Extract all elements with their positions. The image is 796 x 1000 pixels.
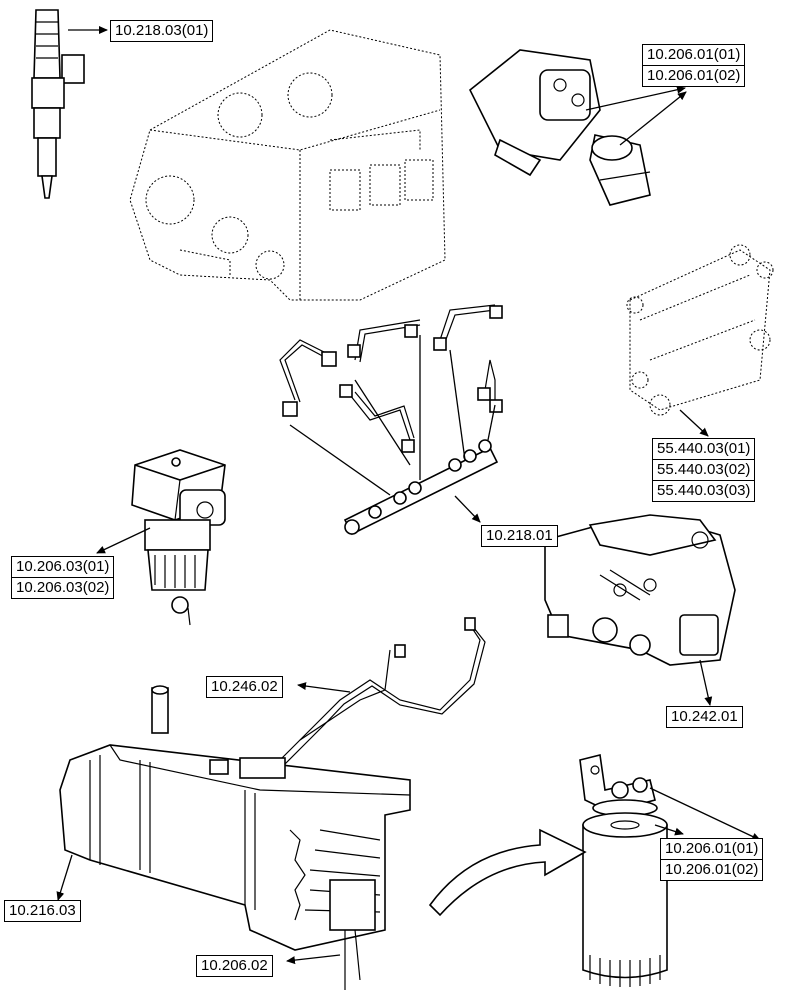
callout-fuel-rail-ref[interactable]: 10.218.01: [486, 527, 553, 544]
manifold-ghost: [626, 244, 774, 416]
callout-fuel-prefilter-ref-1[interactable]: 10.206.03(01): [12, 557, 114, 578]
callout-tank-sender[interactable]: 10.206.02: [196, 955, 273, 977]
callout-fuel-tank[interactable]: 10.216.03: [4, 900, 81, 922]
fuel-filter-illustration: [579, 754, 668, 987]
callout-fuel-filter[interactable]: 10.206.01(01) 10.206.01(02): [660, 838, 764, 881]
callout-fuel-rail[interactable]: 10.218.01: [481, 525, 558, 547]
callout-hp-pump-ref[interactable]: 10.242.01: [671, 708, 738, 725]
callout-fuel-pipes-ref[interactable]: 10.246.02: [211, 678, 278, 695]
oil-filter-head-illustration: [468, 49, 651, 206]
fuel-tank-illustration: [59, 685, 411, 990]
callout-fuel-prefilter[interactable]: 10.206.03(01) 10.206.03(02): [11, 556, 115, 599]
callout-hp-pump[interactable]: 10.242.01: [666, 706, 743, 728]
callout-manifold-ref-2[interactable]: 55.440.03(02): [653, 460, 755, 481]
callout-manifold-ref-3[interactable]: 55.440.03(03): [657, 482, 751, 499]
fuel-rail-illustration: [279, 304, 503, 536]
hp-pump-illustration: [544, 514, 736, 666]
callout-manifold[interactable]: 55.440.03(01) 55.440.03(02) 55.440.03(03…: [652, 438, 756, 502]
engine-block-ghost: [129, 29, 446, 301]
fuel-pipes-illustration: [279, 617, 486, 765]
callout-fuel-tank-ref[interactable]: 10.216.03: [9, 902, 76, 919]
callout-fuel-filter-ref-2[interactable]: 10.206.01(02): [665, 861, 759, 878]
callout-manifold-ref-1[interactable]: 55.440.03(01): [653, 439, 755, 460]
injector-illustration: [31, 9, 85, 199]
callout-fuel-filter-ref-1[interactable]: 10.206.01(01): [661, 839, 763, 860]
callout-tank-sender-ref[interactable]: 10.206.02: [201, 957, 268, 974]
callout-oil-filter-head[interactable]: 10.206.01(01) 10.206.01(02): [642, 44, 746, 87]
callout-oil-filter-head-ref-1[interactable]: 10.206.01(01): [643, 45, 745, 66]
callout-injector[interactable]: 10.218.03(01): [110, 20, 214, 42]
callout-injector-ref[interactable]: 10.218.03(01): [115, 22, 209, 39]
fuel-prefilter-illustration: [131, 449, 226, 626]
leader-lines: [56, 26, 761, 965]
curved-transfer-arrow: [428, 828, 587, 917]
callout-fuel-pipes[interactable]: 10.246.02: [206, 676, 283, 698]
callout-oil-filter-head-ref-2[interactable]: 10.206.01(02): [647, 67, 741, 84]
callout-fuel-prefilter-ref-2[interactable]: 10.206.03(02): [16, 579, 110, 596]
